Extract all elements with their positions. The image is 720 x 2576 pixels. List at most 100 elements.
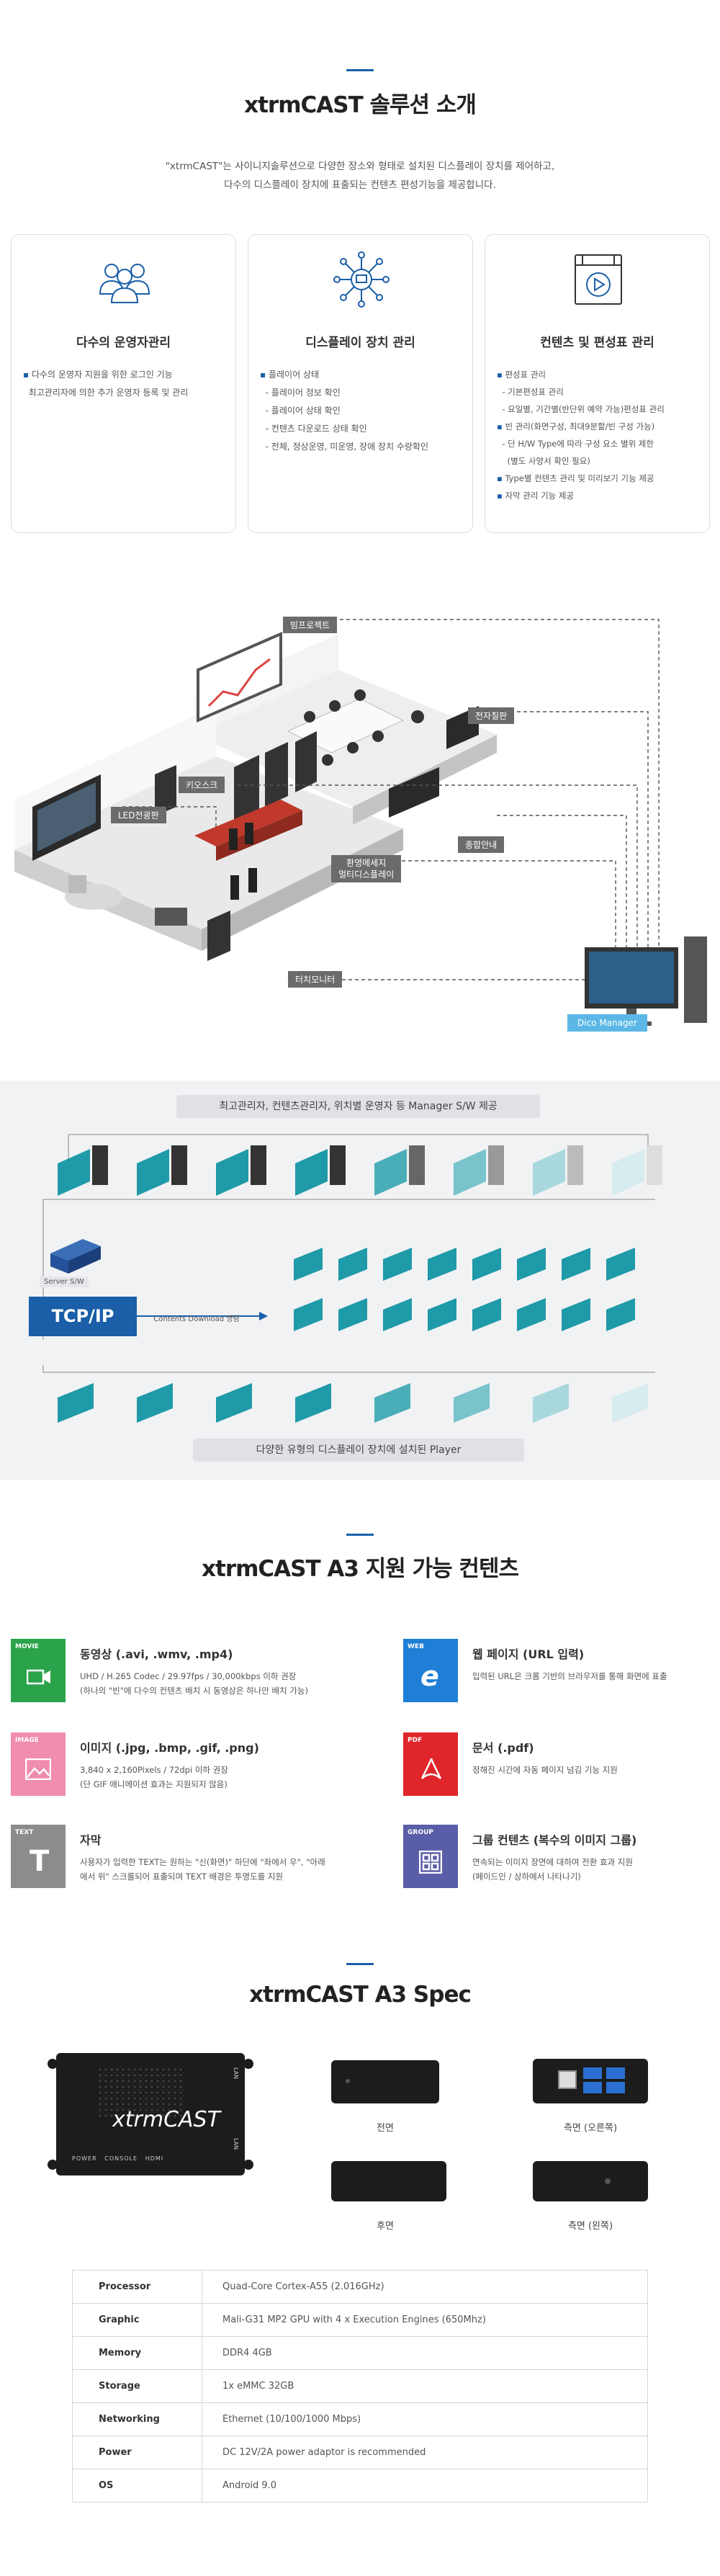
- solution-section: xtrmCAST 솔루션 소개 "xtrmCAST"는 사이니지솔루션으로 다양…: [0, 0, 720, 1073]
- label-kiosk: 키오스크: [179, 777, 225, 793]
- pdf-tag: PDF: [403, 1732, 458, 1796]
- list-item: - 컨텐츠 다운로드 상태 확인: [265, 424, 367, 434]
- list-item: (별도 사양서 확인 필요): [507, 456, 590, 466]
- card-title: 다수의 운영자관리: [76, 336, 171, 350]
- card-list: ▪ 플레이어 상태 - 플레이어 정보 확인 - 플레이어 상태 확인 - 컨텐…: [260, 366, 462, 456]
- label-led-board: LED전광판: [111, 807, 166, 823]
- device-brand: xtrmCAST: [112, 2107, 220, 2132]
- device-back-image: [331, 2161, 446, 2201]
- spec-section: xtrmCAST A3 Spec xtrmCAST POWER CONSOLE …: [0, 1927, 720, 2575]
- caption-side-left: 측면 (왼쪽): [567, 2221, 613, 2232]
- content-title: 이미지 (.jpg, .bmp, .gif, .png): [80, 1741, 259, 1755]
- label-beam-projector: 빔프로젝트: [283, 617, 338, 633]
- browser-e-icon: e: [420, 1660, 439, 1692]
- card-list: ▪ 편성표 관리 - 기본편성표 관리 - 요일별, 기간별(반단위 예약 가능…: [497, 366, 699, 504]
- download-command-label: Contents Download 명령: [153, 1315, 240, 1323]
- label-electronic-board: 전자칠판: [468, 707, 515, 724]
- title-accent-bar: [346, 1963, 374, 1965]
- display-network-icon: [333, 251, 390, 308]
- card-display-management: 디스플레이 장치 관리 ▪ 플레이어 상태 - 플레이어 정보 확인 - 플레이…: [248, 234, 473, 533]
- card-title: 디스플레이 장치 관리: [305, 336, 415, 350]
- caption-side-right: 측면 (오른쪽): [563, 2123, 618, 2134]
- pdf-icon: [420, 1758, 442, 1779]
- office-illustration: [14, 619, 707, 1026]
- content-desc: 정해진 시간에 자동 페이지 넘김 기능 지원: [472, 1765, 618, 1775]
- card-title: 컨텐츠 및 편성표 관리: [540, 336, 654, 350]
- caption-back: 후면: [377, 2221, 394, 2232]
- text-tag: TEXT T: [11, 1825, 66, 1888]
- group-tag: GROUP: [403, 1825, 458, 1888]
- content-pdf: PDF 문서 (.pdf) 정해진 시간에 자동 페이지 넘김 기능 지원: [403, 1732, 720, 1804]
- list-item: ▪ 플레이어 상태: [260, 370, 320, 380]
- pc-row: [58, 1145, 662, 1196]
- content-desc: UHD / H.265 Codec / 29.97fps / 30,000kbp…: [80, 1671, 308, 1696]
- content-desc: 사용자가 입력한 TEXT는 원하는 "신(화면)" 하단에 "좌에서 우", …: [80, 1857, 325, 1882]
- manager-sw-label: 최고관리자, 컨텐츠관리자, 위치별 운영자 등 Manager S/W 제공: [176, 1095, 540, 1118]
- device-front-image: [331, 2060, 439, 2103]
- list-item: - 요일별, 기간별(반단위 예약 가능)편성표 관리: [502, 404, 665, 414]
- device-side-right-image: [533, 2059, 648, 2103]
- video-camera-icon: [27, 1669, 50, 1685]
- list-item: - 기본편성표 관리: [502, 387, 564, 397]
- server-sw-label: Server S/W: [40, 1276, 89, 1287]
- title-accent-bar: [346, 69, 374, 71]
- list-item: - 플레이어 정보 확인: [265, 388, 341, 398]
- content-web: WEB e 웹 페이지 (URL 입력) 입력된 URL은 크롬 기반의 브라우…: [403, 1639, 720, 1711]
- device-main-image: xtrmCAST POWER CONSOLE HDMI LAN LAN: [48, 2053, 253, 2175]
- image-icon: [25, 1758, 51, 1780]
- content-image: IMAGE 이미지 (.jpg, .bmp, .gif, .png) 3,840…: [11, 1732, 328, 1804]
- list-item: ▪ 다수의 운영자 지원을 위한 로그인 기능: [23, 370, 173, 380]
- operators-icon: [99, 264, 150, 303]
- list-item: - 전체, 정상운영, 미운영, 장애 장치 수량확인: [265, 442, 428, 452]
- supported-contents-section: xtrmCAST A3 지원 가능 컨텐츠 MOVIE 동영상 (.avi, .…: [0, 1480, 720, 1927]
- content-movie: MOVIE 동영상 (.avi, .wmv, .mp4) UHD / H.265…: [11, 1639, 328, 1711]
- contents-title: xtrmCAST A3 지원 가능 컨텐츠: [202, 1556, 519, 1582]
- solution-intro: "xtrmCAST"는 사이니지솔루션으로 다양한 장소와 형태로 설치된 디스…: [165, 161, 555, 191]
- card-content-schedule: 컨텐츠 및 편성표 관리 ▪ 편성표 관리 - 기본편성표 관리 - 요일별, …: [485, 234, 710, 533]
- lan-label-bottom: LAN: [233, 2138, 239, 2150]
- tcp-ip-box: TCP/IP: [29, 1297, 137, 1336]
- caption-front: 전면: [377, 2123, 394, 2134]
- list-item: ▪ 빈 관리(화면구성, 최대9분할/빈 구성 가능): [497, 421, 655, 431]
- label-touch-monitor: 터치모니터: [288, 971, 343, 988]
- content-schedule-icon: [575, 254, 622, 305]
- list-item: - 단 H/W Type에 따라 구성 요소 별위 제한: [502, 439, 654, 449]
- lan-label-top: LAN: [233, 2067, 239, 2080]
- list-item: ▪ 자막 관리 기능 제공: [497, 491, 575, 501]
- title-accent-bar: [346, 1534, 374, 1536]
- label-general-info: 종합안내: [458, 836, 505, 853]
- list-item: 최고관리자에 의한 추가 운영자 등록 및 관리: [28, 388, 189, 398]
- content-title: 그룹 컨텐츠 (복수의 이미지 그룹): [472, 1833, 637, 1847]
- player-label: 다양한 유형의 디스플레이 장치에 설치된 Player: [193, 1439, 524, 1462]
- list-item: ▪ 편성표 관리: [497, 370, 546, 380]
- content-desc: 입력된 URL은 크롬 기반의 브라우저를 통해 화면에 표출: [472, 1671, 667, 1681]
- content-title: 문서 (.pdf): [472, 1741, 534, 1755]
- card-operators: 다수의 운영자관리 ▪ 다수의 운영자 지원을 위한 로그인 기능 최고관리자에…: [11, 234, 236, 533]
- content-title: 동영상 (.avi, .wmv, .mp4): [80, 1647, 233, 1661]
- content-desc: 연속되는 이미지 장면에 대하여 전환 효과 지원(페이드인 / 상하에서 나타…: [472, 1857, 633, 1882]
- list-item: - 플레이어 상태 확인: [265, 406, 341, 416]
- text-t-icon: T: [30, 1845, 50, 1878]
- spec-title: xtrmCAST A3 Spec: [249, 1982, 472, 2008]
- content-group: GROUP 그룹 컨텐츠 (복수의 이미지 그룹) 연속되는 이미지 장면에 대…: [403, 1825, 720, 1897]
- network-section: 최고관리자, 컨텐츠관리자, 위치별 운영자 등 Manager S/W 제공: [0, 1081, 720, 1480]
- grid-group-icon: [419, 1851, 442, 1874]
- content-title: 웹 페이지 (URL 입력): [472, 1647, 585, 1661]
- content-desc: 3,840 x 2,160Pixels / 72dpi 이하 권장(단 GIF …: [80, 1765, 228, 1789]
- content-title: 자막: [80, 1833, 102, 1847]
- list-item: ▪ Type별 컨텐츠 관리 및 미리보기 기능 제공: [497, 473, 654, 483]
- label-dico-manager: Dico Manager: [567, 1014, 647, 1032]
- solution-title: xtrmCAST 솔루션 소개: [244, 92, 477, 118]
- network-diagram: [42, 1134, 662, 1423]
- content-text: TEXT T 자막 사용자가 입력한 TEXT는 원하는 "신(화면)" 하단에…: [11, 1825, 328, 1897]
- web-tag: WEB e: [403, 1639, 458, 1702]
